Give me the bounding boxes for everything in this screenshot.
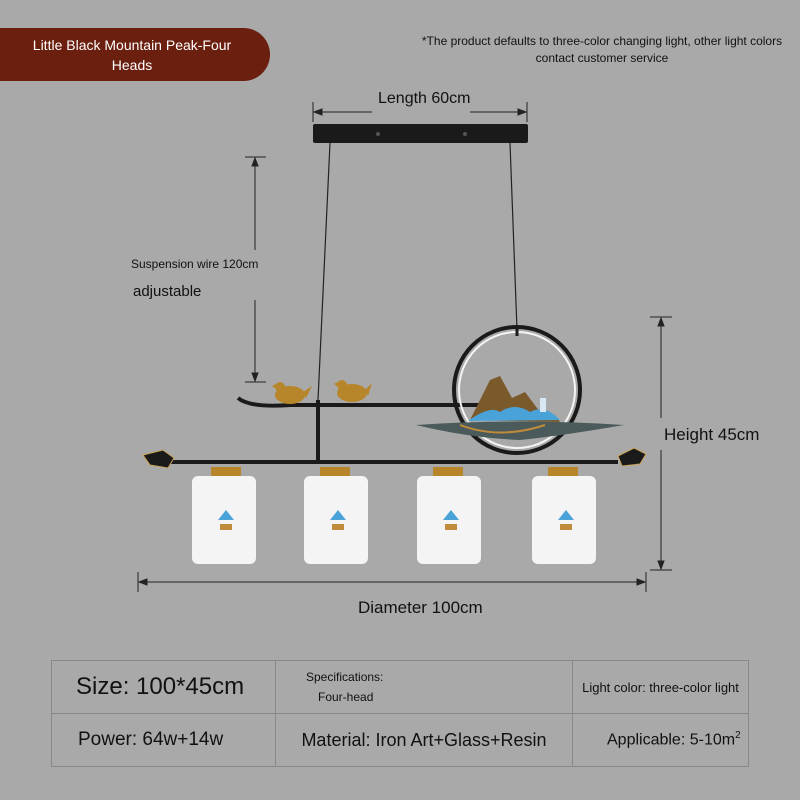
ceiling-canopy <box>313 124 528 143</box>
power-cell: Power: 64w+14w <box>51 713 276 767</box>
suspension-dimension-line <box>245 156 266 383</box>
power-value: Power: 64w+14w <box>78 729 224 750</box>
diameter-label: Diameter 100cm <box>358 598 483 617</box>
lamp-shade-3 <box>417 467 481 564</box>
color-note: *The product defaults to three-color cha… <box>421 34 783 65</box>
lamp-shade-4 <box>532 467 596 564</box>
lamp-shade-2 <box>304 467 368 564</box>
upper-branch <box>236 396 480 408</box>
spec-row-1: Size: 100*45cm Specifications: Four-head… <box>51 660 749 714</box>
light-color-value: Light color: three-color light <box>582 679 739 695</box>
applicable-value: Applicable: 5-10m <box>607 731 736 749</box>
product-title-badge: Little Black Mountain Peak-Four Heads <box>0 28 270 81</box>
suspension-wire-right <box>509 142 518 331</box>
applicable-superscript: 2 <box>735 730 741 742</box>
material-cell: Material: Iron Art+Glass+Resin <box>275 713 573 767</box>
material-value: Material: Iron Art+Glass+Resin <box>301 729 547 750</box>
scroll-end-right <box>617 447 647 467</box>
height-dimension-line <box>650 316 672 571</box>
size-cell: Size: 100*45cm <box>51 660 276 714</box>
specifications-value: Four-head <box>318 690 374 704</box>
adjustable-label: adjustable <box>133 283 202 300</box>
specifications-cell: Specifications: Four-head <box>275 660 573 714</box>
suspension-wire-label: Suspension wire 120cm <box>131 257 259 271</box>
length-label: Length 60cm <box>378 90 471 107</box>
diameter-dimension-line <box>137 572 647 592</box>
length-dimension-line <box>312 102 528 122</box>
scroll-end-left <box>142 449 175 469</box>
product-title: Little Black Mountain Peak-Four Heads <box>32 36 232 73</box>
spec-row-2: Power: 64w+14w Material: Iron Art+Glass+… <box>51 713 749 767</box>
size-value: Size: 100*45cm <box>76 673 245 700</box>
spec-table: Size: 100*45cm Specifications: Four-head… <box>51 660 749 767</box>
height-label: Height 45cm <box>664 425 760 444</box>
bird-left <box>272 382 312 404</box>
light-color-cell: Light color: three-color light <box>572 660 749 714</box>
suspension-wire-left <box>317 142 331 401</box>
lamp-shade-1 <box>192 467 256 564</box>
specifications-label: Specifications: <box>306 670 384 684</box>
bird-right <box>334 380 372 402</box>
applicable-cell: Applicable: 5-10m2 <box>572 713 749 767</box>
